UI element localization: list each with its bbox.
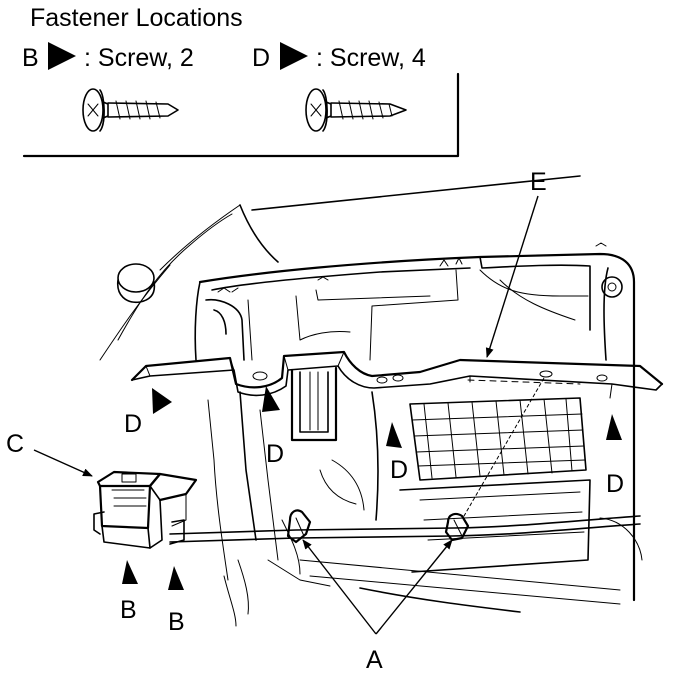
marker-d-center-icon: [386, 422, 402, 448]
legend-d-desc: : Screw, 4: [316, 44, 426, 72]
switch-c: [93, 470, 198, 549]
leader-lines: [33, 195, 539, 635]
clip-a-right: [444, 512, 470, 542]
marker-d-right-icon: [606, 414, 622, 440]
callout-e: E: [530, 168, 547, 196]
callout-labels: C E D D D D B B A: [6, 168, 624, 674]
legend-frame: [22, 72, 460, 158]
bracket-e: [130, 350, 664, 399]
leader-a-left: [302, 539, 377, 635]
fastener-legend: Fastener Locations B : Screw, 2 D : Scre…: [22, 4, 460, 158]
callout-d-left: D: [124, 410, 142, 438]
marker-d-left-icon: [152, 388, 172, 414]
callout-b-left: B: [120, 596, 137, 624]
callout-b-right: B: [168, 608, 185, 636]
screw-b-icon: [82, 88, 179, 132]
callout-a: A: [366, 646, 383, 674]
screw-d-icon: [305, 88, 407, 132]
callout-c: C: [6, 430, 24, 458]
dashboard-line-art: [93, 175, 664, 627]
marker-d-center-left-icon: [262, 386, 280, 412]
legend-b-desc: : Screw, 2: [84, 44, 194, 72]
callout-d-center-left: D: [266, 440, 284, 468]
cable-a: [169, 515, 643, 561]
leader-a-right: [375, 539, 453, 635]
leader-e: [485, 195, 539, 358]
callout-d-right: D: [606, 470, 624, 498]
vent-grille: [409, 397, 587, 481]
leader-c: [33, 449, 93, 477]
legend-d-marker-icon: [280, 42, 308, 70]
screw-markers: [122, 386, 622, 590]
legend-title: Fastener Locations: [30, 4, 243, 32]
legend-d-letter: D: [252, 44, 270, 72]
callout-d-center: D: [390, 456, 408, 484]
legend-b-marker-icon: [48, 42, 76, 70]
knob-part: [116, 263, 156, 304]
clip-a-left: [286, 509, 312, 544]
marker-b-left-icon: [122, 560, 138, 584]
legend-b-letter: B: [22, 44, 39, 72]
marker-b-right-icon: [168, 566, 184, 590]
